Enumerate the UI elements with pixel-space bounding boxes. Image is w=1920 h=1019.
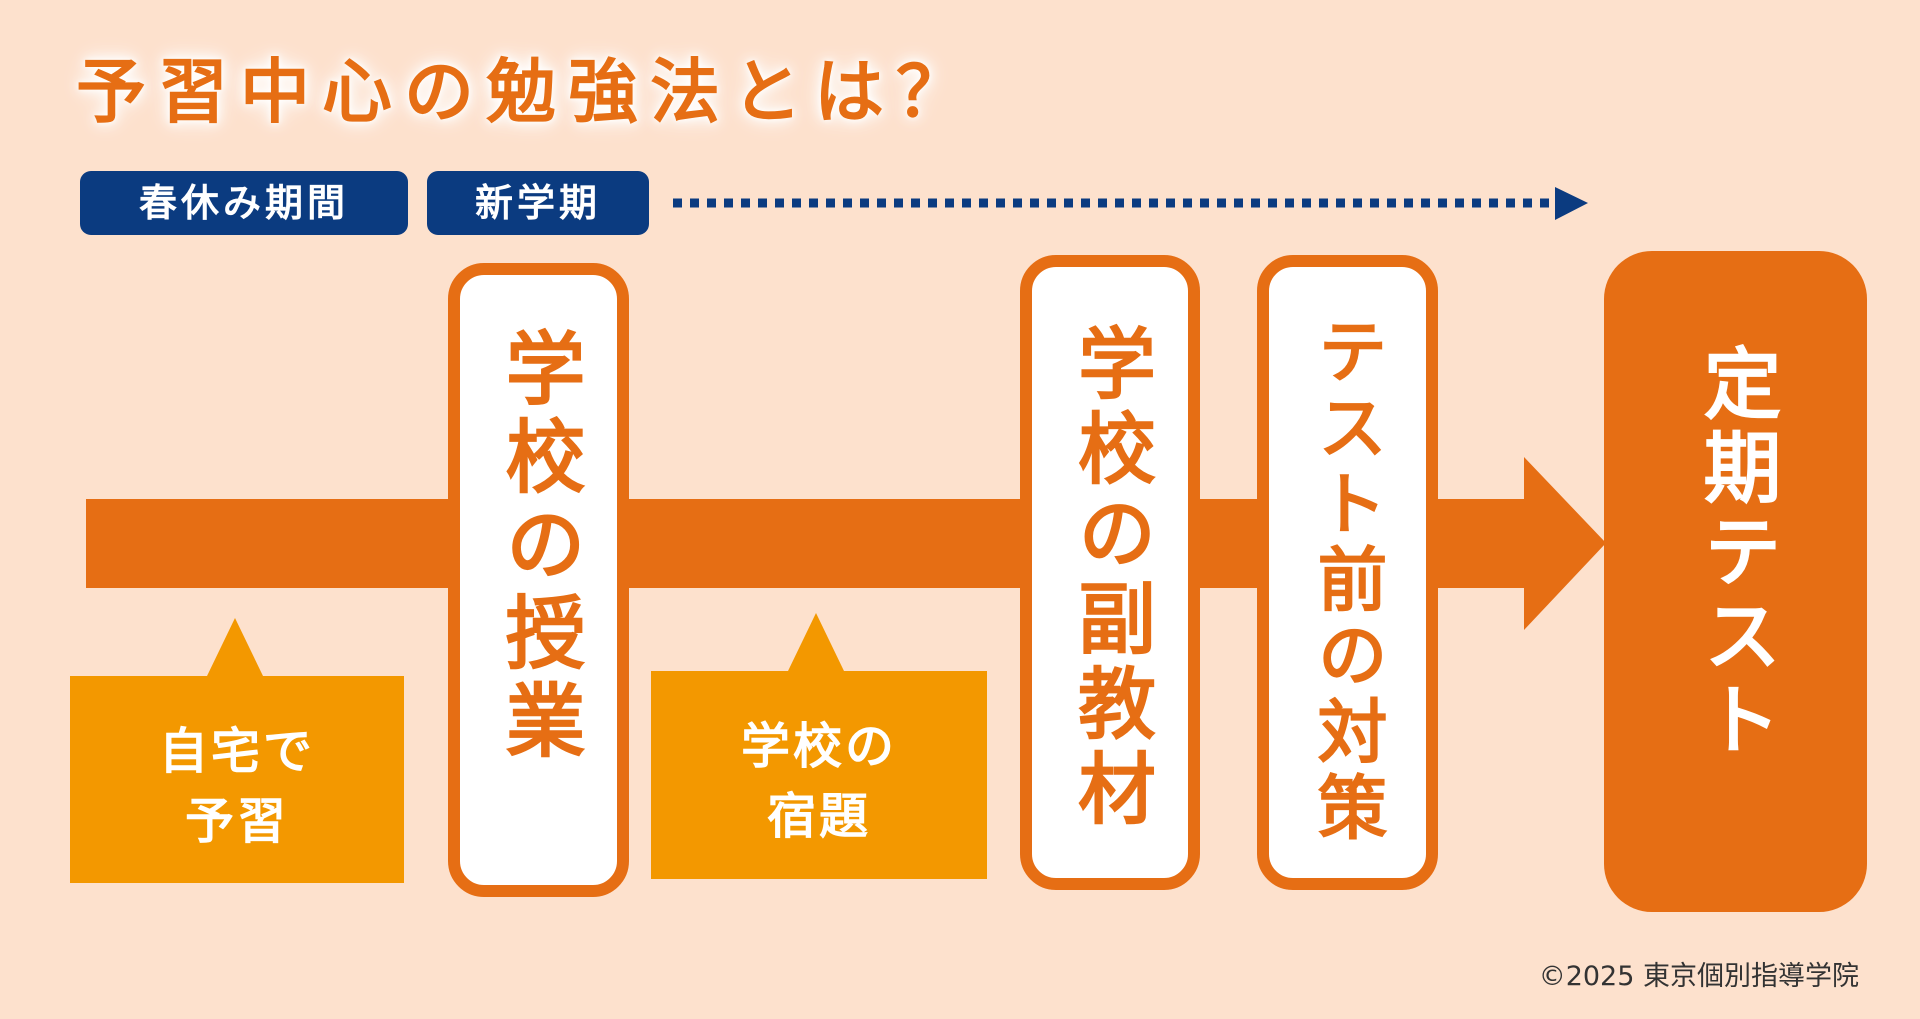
stage-label: テスト前の対策 (1306, 315, 1388, 847)
period-label-spring-break: 春休み期間 (80, 171, 408, 235)
copyright-notice: ©2025 東京個別指導学院 (1538, 961, 1859, 992)
callout-line: 予習 (184, 792, 289, 850)
goal-label: 定期テスト (1690, 343, 1781, 763)
callout-pointer (207, 618, 263, 676)
callout-line: 学校の (740, 718, 897, 775)
callout-line: 自宅で (158, 722, 315, 780)
timeline-arrowhead (1555, 187, 1588, 220)
period-label-new-term: 新学期 (427, 171, 649, 235)
callout-home-preview: 自宅で 予習 (70, 618, 404, 883)
callout-pointer (788, 613, 844, 671)
goal-box-regular-test: 定期テスト (1604, 251, 1867, 912)
stage-box-pre-test-prep: テスト前の対策 (1257, 255, 1438, 890)
callout-school-homework: 学校の 宿題 (651, 613, 987, 879)
stage-box-school-class: 学校の授業 (448, 263, 629, 897)
stage-label: 学校の副教材 (1065, 323, 1155, 833)
timeline-dotted-arrow-icon (673, 187, 1588, 220)
stage-label: 学校の授業 (492, 327, 586, 767)
callout-line: 宿題 (766, 788, 871, 845)
page-title: 予習中心の勉強法とは？ (76, 51, 978, 133)
stage-box-school-materials: 学校の副教材 (1020, 255, 1200, 890)
